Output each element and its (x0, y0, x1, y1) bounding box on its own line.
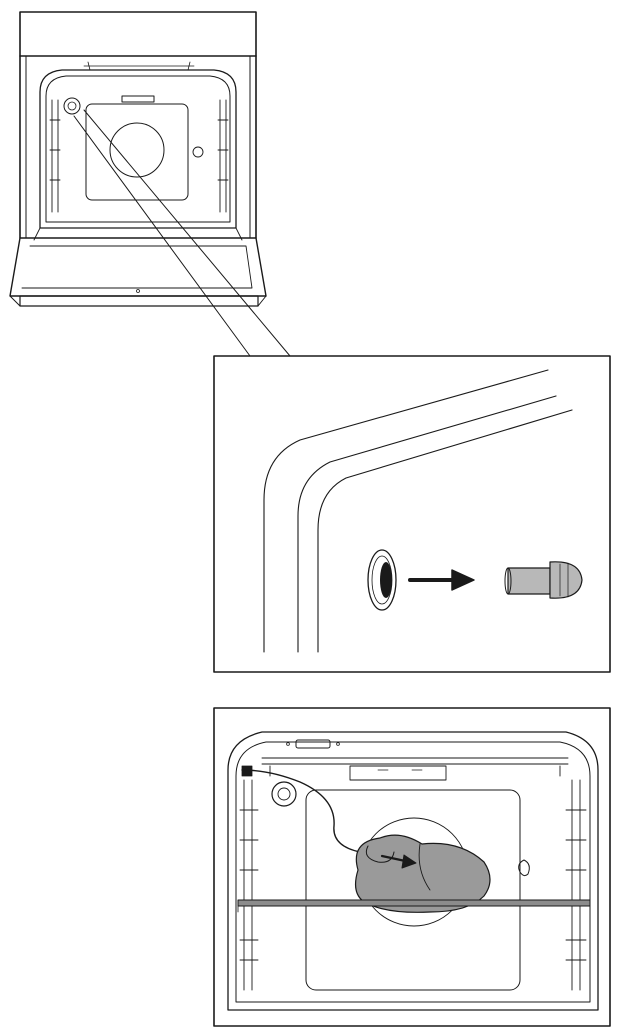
plug-icon (504, 561, 583, 599)
lamp-icon (192, 146, 204, 158)
right-runners (565, 779, 587, 991)
oven-overview-panel (9, 11, 267, 307)
probe-socket-marker (63, 97, 81, 115)
cavity-corner-inner (317, 409, 573, 653)
oven-control-panel (19, 11, 257, 57)
callout-line (73, 109, 291, 357)
cavity-corner-outer (263, 369, 549, 653)
probe-in-use-panel (213, 707, 611, 1027)
left-runners (239, 779, 259, 991)
probe-cable (241, 769, 383, 857)
shelf-runners-left (49, 99, 61, 213)
socket-hole (380, 562, 392, 598)
fan-icon (109, 122, 165, 178)
probe-socket (271, 781, 297, 807)
lamp-icon-right (518, 859, 530, 877)
oven-door (9, 237, 267, 297)
socket-cover-icon (367, 549, 397, 611)
probe-panel-frame (213, 707, 611, 1027)
detail-socket-panel (213, 355, 611, 673)
oven-cavity (39, 69, 237, 229)
cavity-corner-middle (297, 395, 557, 653)
oven-shelf (237, 899, 591, 907)
detail-frame (213, 355, 611, 673)
top-element (295, 739, 331, 749)
door-handle (19, 295, 259, 307)
oven-body (19, 55, 257, 239)
oven-cavity-front (227, 731, 599, 1011)
back-panel (305, 789, 521, 991)
shelf-runners-right (217, 99, 229, 213)
oven-back-panel (85, 103, 189, 201)
arrow-right-icon (408, 569, 475, 591)
